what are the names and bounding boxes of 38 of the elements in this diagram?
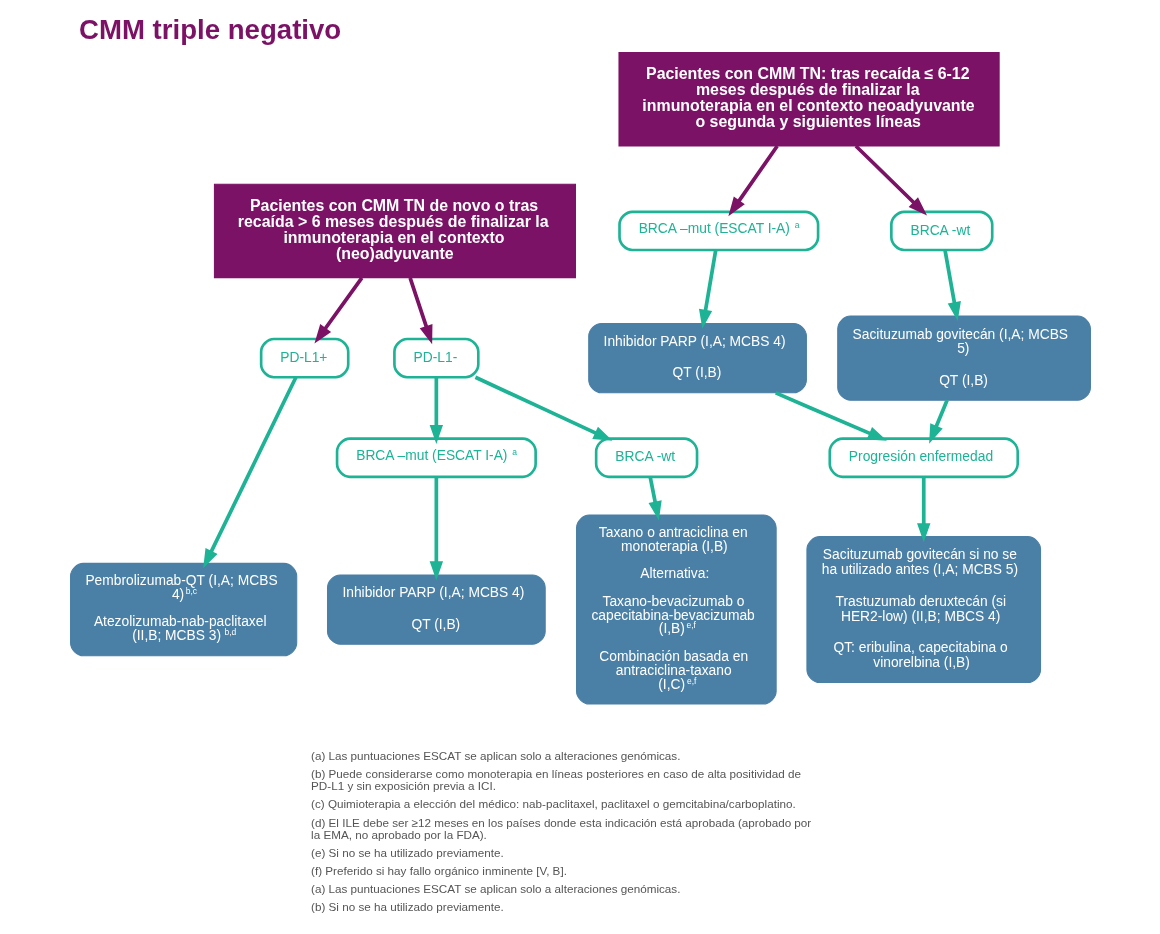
arrow bbox=[202, 376, 297, 568]
node-box: Sacituzumab govitecán si no se ha utilizado antes (I,A; MCBS 5) Trastuzumab deruxtecán (si HER2-low) (II,B; MBCS 4) QT: eribulina, capecitabina o vinorelbina (I,B) bbox=[805, 535, 1041, 683]
node-box: Pembrolizumab-QT (I,A; MCBS 4)$^{b,c}$ Atezolizumab-nab-paclitaxel (II,B; MCBS 3)$^{b,d}$ bbox=[69, 562, 297, 656]
node-box: BRCA -wt bbox=[889, 210, 994, 251]
node-box: Taxano o antraciclina en monoterapia (I,B) Alternativa: Taxano-bevacizumab o capecitabina-bevacizumab (I,B)$^{e,f}$ Combinación basada en antraciclina-taxano (I,C)$^{e,f}$ bbox=[575, 514, 777, 705]
arrow bbox=[429, 377, 443, 444]
arrow bbox=[474, 375, 612, 441]
node-box: BRCA -wt bbox=[594, 436, 698, 478]
node-box: Inhibidor PARP (I,A; MCBS 4) QT (I,B) bbox=[587, 322, 807, 393]
arrow bbox=[698, 249, 718, 329]
arrow bbox=[916, 476, 930, 542]
node-box: Sacituzumab govitecán (I,A; MCBS 5) QT (I,B) bbox=[836, 315, 1091, 401]
arrow bbox=[854, 144, 927, 215]
label: (d) El ILE debe ser ≥12 meses en los países donde esta indicación está aprobada (aprobado por la EMA, no aprobado por la FDA). bbox=[310, 815, 811, 841]
label: (c) Quimioterapia a elección del médico: nab-paclitaxel, paclitaxel o gemcitabina/carboplatino. bbox=[310, 796, 796, 810]
arrow bbox=[942, 249, 961, 321]
node-box: Pacientes con CMM TN: tras recaída ≤ 6-12 meses después de finalizar la inmunoterapia en el contexto neoadyuvante o segunda y siguientes líneas bbox=[617, 51, 1000, 146]
label: (e) Si no se ha utilizado previamente. bbox=[310, 845, 504, 859]
node-box: BRCA –mut (ESCAT I-A)$^{a}$ bbox=[617, 210, 819, 251]
node-box: BRCA –mut (ESCAT I-A)$^{a}$ bbox=[335, 436, 537, 478]
arrow bbox=[727, 144, 779, 216]
arrow bbox=[928, 399, 949, 444]
diagram-title: CMM triple negativo bbox=[78, 13, 341, 45]
arrow bbox=[429, 476, 443, 580]
label: (a) Las puntuaciones ESCAT se aplican solo a alteraciones genómicas. bbox=[310, 748, 680, 762]
node-box: Progresión enfermedad bbox=[827, 436, 1019, 478]
arrow bbox=[774, 390, 887, 441]
arrow bbox=[313, 276, 363, 344]
node-box: PD-L1+ bbox=[259, 337, 350, 379]
arrow bbox=[407, 276, 432, 344]
node-box: Inhibidor PARP (I,A; MCBS 4) QT (I,B) bbox=[326, 573, 546, 645]
node-box: Pacientes con CMM TN de novo o tras recaída > 6 meses después de finalizar la inmunoterapia en el contexto (neo)adyuvante bbox=[213, 183, 576, 278]
label: (b) Puede considerarse como monoterapia en líneas posteriores en caso de alta positividad de PD-L1 y sin exposición previa a ICI. bbox=[310, 766, 801, 792]
node-box: PD-L1- bbox=[392, 337, 480, 379]
arrow bbox=[647, 476, 662, 520]
label: (b) Si no se ha utilizado previamente. bbox=[310, 899, 504, 913]
label: (f) Preferido si hay fallo orgánico inminente [V, B]. bbox=[310, 863, 567, 877]
label: (a) Las puntuaciones ESCAT se aplican solo a alteraciones genómicas. bbox=[310, 881, 680, 895]
